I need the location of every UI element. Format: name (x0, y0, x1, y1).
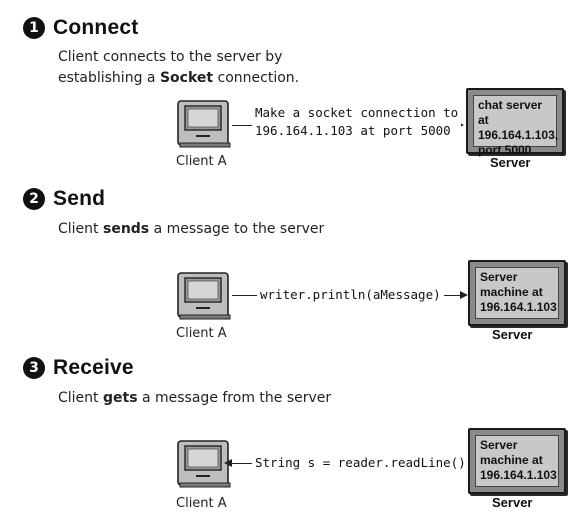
server-label: Server (492, 327, 533, 342)
server-text-line: port 5000 (478, 143, 532, 157)
step-1-description-line2-pre: establishing a (58, 70, 160, 86)
step-1-heading: 1 Connect (23, 16, 138, 40)
step-3-title: Receive (53, 356, 134, 379)
server-text-line: 196.164.1.103, (478, 128, 559, 142)
step-3-description-pre: Client (58, 390, 103, 406)
receive-message: String s = reader.readLine() (252, 454, 469, 472)
server-label: Server (490, 155, 531, 170)
server-text-line: machine at (480, 285, 543, 299)
step-2-description-post: a message to the server (149, 221, 325, 237)
server-box: Server machine at 196.164.1.103 (468, 428, 566, 494)
step-2-heading: 2 Send (23, 187, 105, 211)
send-message: writer.println(aMessage) (257, 286, 444, 304)
server-box: Server machine at 196.164.1.103 (468, 260, 566, 326)
server-label: Server (492, 495, 533, 510)
server-text-line: Server (480, 438, 518, 452)
step-1-description-post: connection. (213, 70, 300, 86)
connect-message-line1: Make a socket connection to (255, 105, 459, 120)
connect-message: Make a socket connection to 196.164.1.10… (252, 104, 462, 140)
step-1-description-line1: Client connects to the server by (58, 49, 283, 65)
step-3-number-badge: 3 (23, 357, 45, 379)
client-label: Client A (176, 326, 227, 341)
client-computer-icon (176, 100, 232, 148)
step-2-title: Send (53, 187, 106, 210)
server-text-line: 196.164.1.103 (480, 468, 557, 482)
step-1-description-bold: Socket (159, 70, 214, 86)
step-3-description: Client gets a message from the server (58, 388, 331, 409)
client-label: Client A (176, 154, 227, 169)
step-3-description-bold: gets (102, 390, 138, 406)
server-text-line: chat server at (478, 98, 543, 127)
server-text-line: Server (480, 270, 518, 284)
connect-message-line2: 196.164.1.103 at port 5000 (255, 123, 451, 138)
step-2-description-bold: sends (102, 221, 150, 237)
server-text-line: 196.164.1.103 (480, 300, 557, 314)
step-1-description: Client connects to the server by establi… (58, 47, 299, 89)
client-computer-icon (176, 272, 232, 320)
step-1-number-badge: 1 (23, 17, 45, 39)
step-3-heading: 3 Receive (23, 356, 134, 380)
step-3-description-post: a message from the server (137, 390, 332, 406)
step-1-title: Connect (53, 16, 139, 39)
server-text-line: machine at (480, 453, 543, 467)
client-label: Client A (176, 496, 227, 511)
server-box: chat server at 196.164.1.103, port 5000 (466, 88, 564, 157)
step-2-description-pre: Client (58, 221, 103, 237)
step-2-description: Client sends a message to the server (58, 219, 324, 240)
step-2-number-badge: 2 (23, 188, 45, 210)
